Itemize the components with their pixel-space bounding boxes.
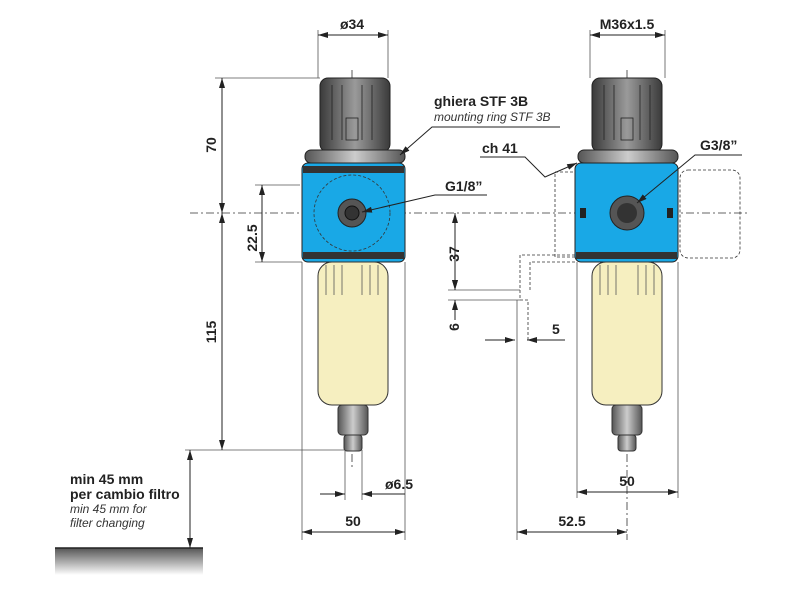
dim-knob-diameter: ø34	[340, 16, 364, 32]
label-clearance-2: per cambio filtro	[70, 486, 180, 502]
dim-width-right: 50	[619, 473, 635, 489]
dim-thread: M36x1.5	[600, 16, 655, 32]
dim-bracket-6: 6	[446, 323, 462, 331]
dim-bracket-37: 37	[446, 246, 462, 262]
label-port-left: G1/8”	[445, 178, 482, 194]
label-clearance-en: min 45 mm for	[70, 502, 148, 516]
mounting-ring	[304, 149, 406, 164]
label-clearance-en-2: filter changing	[70, 516, 145, 530]
label-clearance: min 45 mm	[70, 471, 143, 487]
dim-port-offset: 22.5	[244, 224, 260, 251]
dim-height-bottom: 115	[203, 320, 219, 343]
ground-surface	[55, 548, 203, 575]
dim-height-top: 70	[203, 137, 219, 153]
label-wrench-size: ch 41	[482, 140, 518, 156]
wall-bracket-outline	[679, 169, 741, 259]
dim-width-left: 50	[345, 513, 361, 529]
drain-valve	[337, 404, 369, 436]
dim-offset-right: 52.5	[558, 513, 585, 529]
label-port-right: G3/8”	[700, 137, 737, 153]
dim-bracket-5: 5	[552, 321, 560, 337]
filter-bowl	[317, 261, 389, 406]
label-mounting-ring-en: mounting ring STF 3B	[434, 110, 551, 124]
right-unit	[519, 77, 741, 452]
left-unit	[301, 77, 406, 452]
dim-drain-diameter: ø6.5	[385, 476, 413, 492]
adjustment-knob	[319, 77, 391, 153]
label-mounting-ring: ghiera STF 3B	[434, 93, 528, 109]
